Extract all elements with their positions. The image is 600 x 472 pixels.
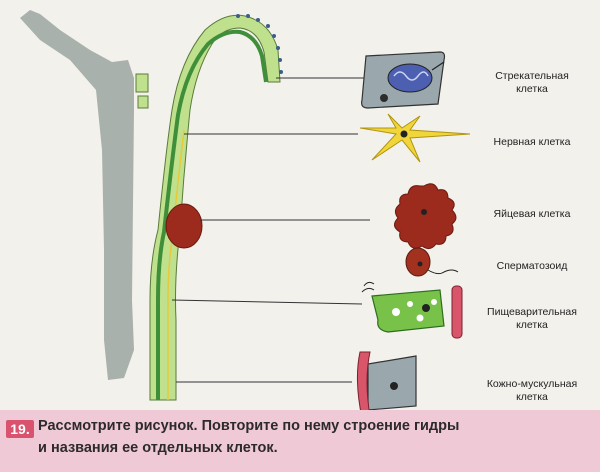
label-egg-cell: Яйцевая клетка bbox=[468, 208, 596, 221]
label-musculo-cell: Кожно-мускульная клетка bbox=[468, 378, 596, 404]
task-line-1: Рассмотрите рисунок. Повторите по нему с… bbox=[38, 418, 460, 434]
nerve-cell bbox=[359, 113, 471, 163]
label-nerve-cell: Нервная клетка bbox=[468, 136, 596, 149]
body-wall-section bbox=[135, 14, 283, 401]
hydra-body bbox=[20, 10, 134, 380]
label-musculo-line1: Кожно-мускульная bbox=[486, 378, 578, 390]
task-number: 19. bbox=[6, 420, 34, 438]
label-cnidocyte-line2: клетка bbox=[516, 83, 548, 95]
label-digestive-line1: Пищеварительная bbox=[487, 306, 577, 318]
digestive-cell bbox=[361, 281, 463, 339]
task-caption: 19. Рассмотрите рисунок. Повторите по не… bbox=[0, 410, 600, 472]
label-sperm: Сперматозоид bbox=[468, 260, 596, 273]
label-sperm-line1: Сперматозоид bbox=[496, 260, 568, 272]
leader-lines bbox=[171, 77, 370, 383]
label-digestive-line2: клетка bbox=[516, 319, 548, 331]
task-line-2: и названия ее отдельных клеток. bbox=[38, 440, 278, 456]
label-digestive-cell: Пищеварительная клетка bbox=[468, 306, 596, 332]
label-musculo-line2: клетка bbox=[516, 391, 548, 403]
label-nerve-line1: Нервная клетка bbox=[493, 136, 571, 148]
egg-cell bbox=[394, 183, 457, 250]
label-egg-line1: Яйцевая клетка bbox=[493, 208, 571, 220]
cnidocyte-cell bbox=[361, 51, 446, 109]
sperm-cell bbox=[405, 247, 459, 277]
musculo-epithelial-cell bbox=[356, 351, 417, 419]
label-cnidocyte-line1: Стрекательная bbox=[495, 70, 569, 82]
label-cnidocyte: Стрекательная клетка bbox=[468, 70, 596, 96]
